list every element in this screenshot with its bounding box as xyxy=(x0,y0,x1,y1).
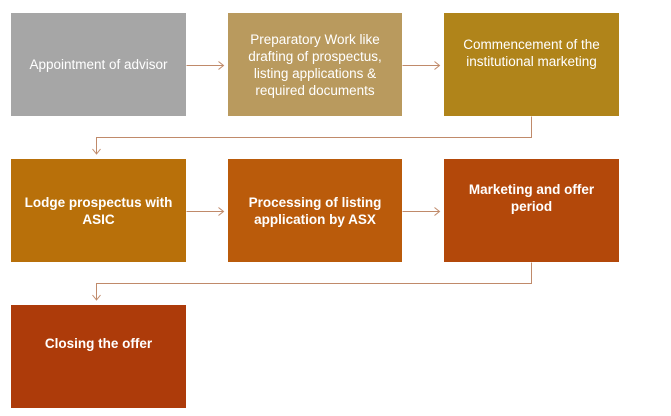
step-institutional-marketing: Commencement of the institutional market… xyxy=(444,13,619,116)
step-label: Preparatory Work like drafting of prospe… xyxy=(248,31,382,98)
step-processing-listing-application: Processing of listing application by ASX xyxy=(228,159,402,262)
step-marketing-and-offer-period: Marketing and offer period xyxy=(444,159,619,262)
arrow-6-to-7 xyxy=(92,262,532,301)
step-label: Processing of listing application by ASX xyxy=(248,194,382,227)
step-label: Appointment of advisor xyxy=(29,57,168,72)
step-label: Marketing and offer period xyxy=(468,182,595,214)
arrow-3-to-4 xyxy=(92,116,532,155)
step-preparatory-work: Preparatory Work like drafting of prospe… xyxy=(228,13,402,116)
step-appointment-of-advisor: Appointment of advisor xyxy=(11,13,186,116)
step-closing-the-offer: Closing the offer xyxy=(11,305,186,408)
step-label: Lodge prospectus with ASIC xyxy=(24,194,173,227)
step-lodge-prospectus: Lodge prospectus with ASIC xyxy=(11,159,186,262)
arrow-5-to-6 xyxy=(402,207,441,216)
arrow-1-to-2 xyxy=(186,61,225,70)
step-label: Commencement of the institutional market… xyxy=(463,37,600,69)
arrow-2-to-3 xyxy=(402,61,441,70)
arrow-4-to-5 xyxy=(186,207,225,216)
step-label: Closing the offer xyxy=(44,336,153,351)
